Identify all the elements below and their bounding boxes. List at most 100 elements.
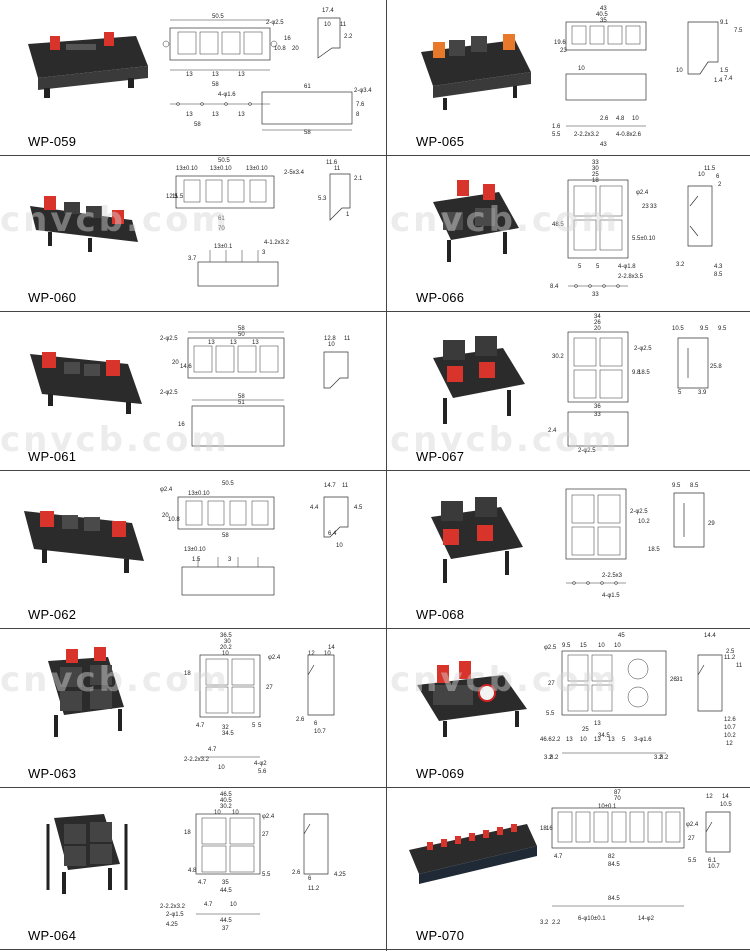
- svg-text:2.6: 2.6: [292, 870, 301, 876]
- svg-text:13: 13: [212, 72, 219, 78]
- svg-text:84.5: 84.5: [608, 862, 620, 868]
- technical-drawing: 2-φ2.5 10.2 18.5 2-2.5x3 4-φ1.5 9.5 8.5 …: [565, 483, 715, 599]
- svg-text:16: 16: [178, 422, 185, 428]
- row-divider: [0, 628, 750, 629]
- svg-text:8.4: 8.4: [550, 284, 559, 290]
- svg-text:5: 5: [678, 390, 682, 396]
- svg-text:16: 16: [284, 36, 291, 42]
- svg-text:37: 37: [222, 926, 229, 932]
- svg-text:4-1.2x3.2: 4-1.2x3.2: [264, 240, 290, 246]
- technical-drawing: φ2.4 50.5 13±0.10 20 10.8 58 14.7 11 4.5…: [160, 481, 363, 596]
- model-label: WP-060: [28, 290, 77, 305]
- svg-text:10: 10: [214, 810, 221, 816]
- svg-text:10: 10: [232, 810, 239, 816]
- technical-drawing: 46.5 40.5 30.2 10 10 φ2.4 18 27 4.8 5.5 …: [160, 792, 346, 932]
- svg-text:58: 58: [238, 394, 245, 400]
- svg-text:13±0.10: 13±0.10: [176, 166, 198, 172]
- svg-text:33: 33: [592, 292, 599, 298]
- product-card-wp066: 33 30 25 18 φ2.4 48.5 23 33 5.5±0.10 5 5…: [388, 156, 750, 311]
- svg-text:5.5: 5.5: [688, 858, 697, 864]
- svg-text:5.5: 5.5: [546, 711, 555, 717]
- svg-text:4.7: 4.7: [198, 880, 207, 886]
- svg-text:5.5±0.10: 5.5±0.10: [632, 236, 656, 242]
- svg-text:10.5: 10.5: [720, 802, 732, 808]
- svg-text:10±0.1: 10±0.1: [598, 804, 617, 810]
- svg-text:11: 11: [344, 336, 351, 342]
- svg-text:70: 70: [218, 226, 225, 232]
- svg-text:4.8: 4.8: [616, 116, 625, 122]
- svg-text:1: 1: [346, 212, 350, 218]
- svg-text:13: 13: [230, 340, 237, 346]
- svg-text:10.7: 10.7: [314, 729, 326, 735]
- svg-text:4.25: 4.25: [334, 872, 346, 878]
- svg-text:61: 61: [218, 216, 225, 222]
- svg-text:5: 5: [258, 723, 262, 729]
- svg-text:4-φ1.5: 4-φ1.5: [602, 593, 620, 599]
- svg-text:12: 12: [726, 741, 733, 747]
- svg-text:13: 13: [594, 721, 601, 727]
- product-photo: [30, 352, 142, 414]
- svg-text:8.5: 8.5: [714, 272, 723, 278]
- svg-text:14: 14: [328, 645, 335, 651]
- svg-text:5: 5: [622, 737, 626, 743]
- svg-text:10: 10: [324, 651, 331, 657]
- svg-text:26: 26: [594, 320, 601, 326]
- svg-text:36.5: 36.5: [220, 633, 232, 639]
- svg-text:φ2.4: φ2.4: [262, 814, 275, 820]
- svg-text:2-φ2.5: 2-φ2.5: [266, 20, 284, 26]
- product-photo: [431, 497, 523, 583]
- svg-text:11: 11: [334, 166, 341, 172]
- technical-drawing: 33 30 25 18 φ2.4 48.5 23 33 5.5±0.10 5 5…: [550, 160, 723, 298]
- product-card-wp068: 2-φ2.5 10.2 18.5 2-2.5x3 4-φ1.5 9.5 8.5 …: [388, 471, 750, 628]
- svg-text:20: 20: [172, 360, 179, 366]
- svg-text:2-2.2x3.2: 2-2.2x3.2: [574, 132, 600, 138]
- product-photo: [28, 32, 148, 98]
- svg-text:7.4: 7.4: [724, 76, 733, 82]
- technical-drawing: 50.5 2-φ2.5 10.8 16 20 13 13 13 58 4-φ1.…: [162, 8, 372, 136]
- svg-text:20: 20: [594, 326, 601, 332]
- svg-text:2-φ2.5: 2-φ2.5: [160, 336, 178, 342]
- svg-text:40.5: 40.5: [220, 798, 232, 804]
- technical-drawing: 58 2-φ2.5 50 13 13 13 20 14.6 58 2-φ2.5 …: [160, 326, 351, 447]
- svg-text:25.8: 25.8: [710, 364, 722, 370]
- svg-text:2-φ1.5: 2-φ1.5: [166, 912, 184, 918]
- svg-text:10.5: 10.5: [672, 326, 684, 332]
- svg-text:3.9: 3.9: [698, 390, 707, 396]
- svg-text:2-φ2.5: 2-φ2.5: [160, 390, 178, 396]
- svg-text:58: 58: [212, 82, 219, 88]
- svg-text:25: 25: [592, 172, 599, 178]
- model-label: WP-061: [28, 449, 77, 464]
- svg-text:5.6: 5.6: [258, 769, 267, 775]
- svg-text:6.1: 6.1: [708, 858, 717, 864]
- svg-text:14.4: 14.4: [704, 633, 716, 639]
- svg-text:6: 6: [716, 174, 720, 180]
- svg-text:20: 20: [162, 513, 169, 519]
- row-divider: [0, 787, 750, 788]
- svg-text:12.5: 12.5: [166, 194, 178, 200]
- svg-text:9.5: 9.5: [718, 326, 727, 332]
- svg-text:φ2.4: φ2.4: [268, 655, 281, 661]
- svg-text:9.5: 9.5: [672, 483, 681, 489]
- svg-text:3.2: 3.2: [676, 262, 685, 268]
- svg-text:46.5: 46.5: [220, 792, 232, 798]
- svg-text:2.1: 2.1: [354, 176, 363, 182]
- svg-text:2.4: 2.4: [548, 428, 557, 434]
- svg-text:4-0.8x2.6: 4-0.8x2.6: [616, 132, 642, 138]
- product-card-wp069: 45 φ2.5 9.5 15 10 10 27 26 31 5.5 13 25 …: [388, 629, 750, 787]
- svg-text:13: 13: [186, 112, 193, 118]
- product-photo: [24, 511, 144, 573]
- svg-text:6: 6: [314, 721, 318, 727]
- svg-text:4.25: 4.25: [166, 922, 178, 928]
- svg-text:1.6: 1.6: [552, 124, 561, 130]
- svg-text:2: 2: [718, 182, 722, 188]
- svg-text:27: 27: [266, 685, 273, 691]
- svg-text:2.6: 2.6: [296, 717, 305, 723]
- svg-text:10.8: 10.8: [274, 46, 286, 52]
- svg-text:70: 70: [614, 796, 621, 802]
- svg-text:13: 13: [566, 737, 573, 743]
- svg-text:10: 10: [614, 643, 621, 649]
- svg-text:11.6: 11.6: [326, 160, 338, 166]
- column-divider: [386, 0, 387, 951]
- svg-text:9.1: 9.1: [720, 20, 729, 26]
